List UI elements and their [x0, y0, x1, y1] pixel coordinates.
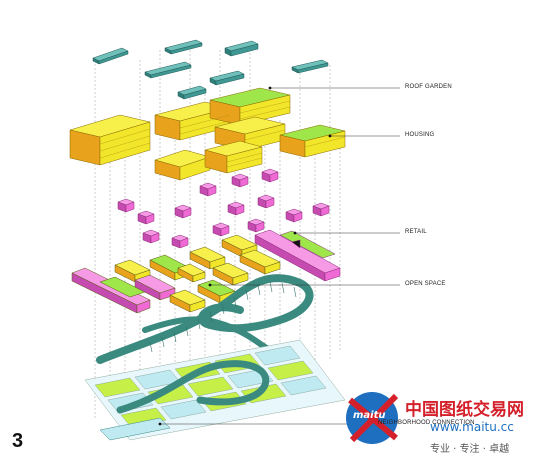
- watermark-url: www.maitu.cc: [430, 420, 514, 434]
- housing-blocks: [69, 87, 346, 181]
- watermark-slogan: 专业 · 专注 · 卓越: [430, 444, 510, 455]
- watermark-cn-title: 中国图纸交易网: [405, 400, 524, 420]
- leader-lines: [160, 87, 400, 425]
- ground-plaza: [99, 417, 171, 441]
- label-neighborhood-connection: NEIGHBORHOOD CONNECTION: [378, 420, 475, 426]
- canopy-bridge: [96, 274, 314, 364]
- retail-cubes: [117, 168, 341, 282]
- leader-dots: [158, 86, 332, 426]
- label-housing: HOUSING: [405, 132, 435, 138]
- housing-floor-lines: [99, 100, 346, 168]
- roof-garden-structures: [92, 39, 329, 100]
- label-retail: RETAIL: [405, 229, 427, 235]
- figure-number: 3: [12, 430, 24, 452]
- ground-pathway: [116, 360, 270, 414]
- watermark-logo: [346, 392, 399, 444]
- label-open-space: OPEN SPACE: [405, 281, 446, 287]
- canopy-ribs: [149, 281, 297, 353]
- label-roof-garden: ROOF GARDEN: [405, 84, 452, 90]
- watermark-logo-text: maitu: [353, 410, 386, 421]
